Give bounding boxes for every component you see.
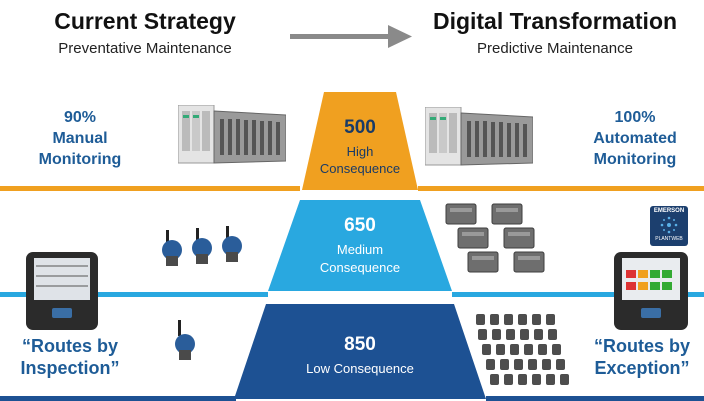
emerson-plantweb-logo: EMERSON PLANTWEB xyxy=(650,206,688,246)
right-subtitle: Predictive Maintenance xyxy=(477,40,633,57)
right-bottom-line1: “Routes by xyxy=(593,336,690,356)
high-band-left xyxy=(0,186,300,191)
left-top-line1: Manual xyxy=(52,130,108,147)
tier-low-shape xyxy=(234,304,486,399)
tier-medium-value: 650 xyxy=(344,215,376,236)
right-top-line1: Automated xyxy=(593,130,677,147)
medium-band-left xyxy=(0,292,268,297)
medium-band-right xyxy=(452,292,704,297)
left-top-line2: Monitoring xyxy=(38,151,122,168)
tier-high-label-1: High xyxy=(346,144,374,159)
logo-dots-icon xyxy=(660,216,678,234)
tier-medium-label-2: Consequence xyxy=(319,260,401,275)
rack-monitor-image xyxy=(178,105,286,164)
consequence-pyramid xyxy=(234,92,486,399)
tier-medium-shape xyxy=(268,200,452,291)
tier-medium-label-1: Medium xyxy=(336,242,384,257)
left-subtitle: Preventative Maintenance xyxy=(58,40,232,57)
tier-high-shape xyxy=(302,92,418,190)
handheld-analyzer-image-right xyxy=(614,252,688,330)
rack-monitor-image-right xyxy=(425,107,533,166)
left-bottom-line2: Inspection” xyxy=(20,358,120,378)
right-top-percent: 100% xyxy=(614,109,656,126)
logo-brand: EMERSON xyxy=(653,208,685,214)
left-bottom-line1: “Routes by xyxy=(21,336,118,356)
right-title: Digital Transformation xyxy=(432,8,678,34)
left-top-percent: 90% xyxy=(63,109,97,126)
tier-high-label-2: Consequence xyxy=(319,161,401,176)
handheld-analyzer-image xyxy=(26,252,98,330)
tier-high-value: 500 xyxy=(344,117,376,138)
transmitter-array-image xyxy=(476,314,569,385)
high-band-right xyxy=(418,186,704,191)
right-bottom-line2: Exception” xyxy=(594,358,690,378)
right-top-line2: Monitoring xyxy=(593,151,677,168)
transition-arrow-icon xyxy=(290,25,412,48)
tier-low-value: 850 xyxy=(344,334,376,355)
logo-product: PLANTWEB xyxy=(655,236,683,242)
single-transmitter-image xyxy=(175,320,195,360)
gateway-devices-image xyxy=(445,203,545,273)
tier-low-label-1: Low Consequence xyxy=(306,361,414,376)
left-title: Current Strategy xyxy=(54,8,236,34)
wireless-transmitters-image xyxy=(162,226,242,266)
